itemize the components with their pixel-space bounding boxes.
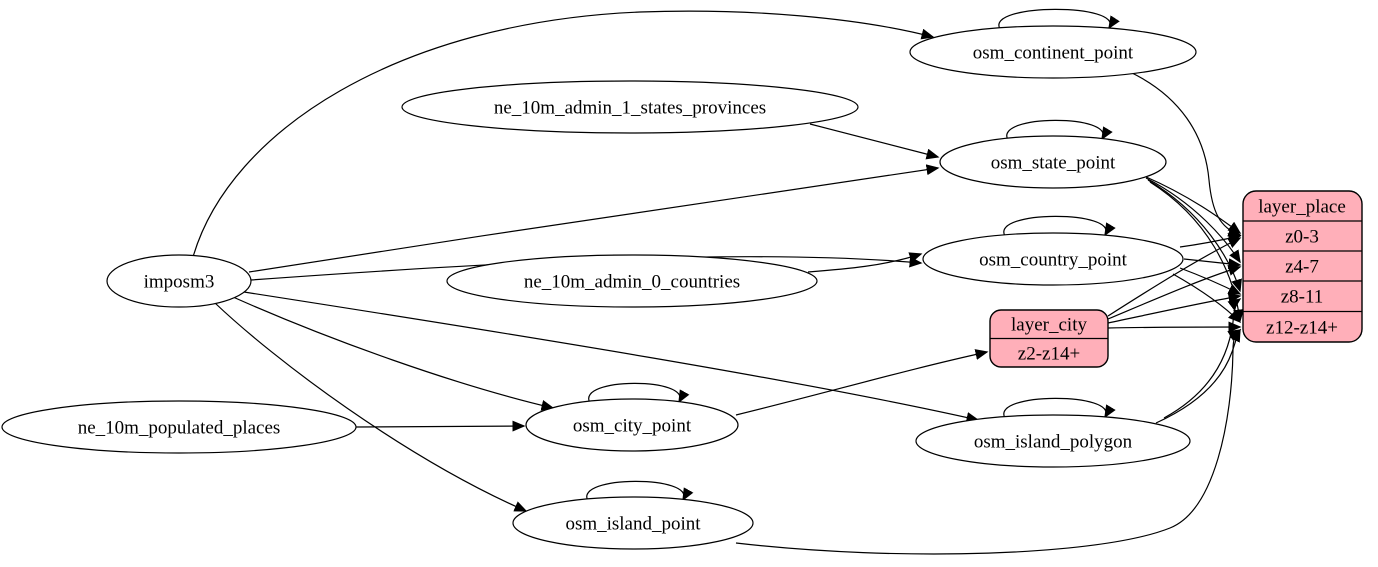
layer_place-row-z4-7: z4-7 (1285, 256, 1319, 277)
osm_island_point-label: osm_island_point (565, 513, 701, 534)
node-osm_continent_point: osm_continent_point (909, 25, 1197, 79)
node-osm_island_polygon: osm_island_polygon (915, 414, 1191, 468)
osm_city_point-label: osm_city_point (573, 415, 692, 436)
osm_island_polygon-shape (915, 414, 1191, 468)
edge-ne_10m_admin_1_states_provinces-osm_state_point (809, 123, 940, 160)
node-osm_island_point: osm_island_point (512, 496, 754, 550)
osm_state_point-label: osm_state_point (991, 152, 1116, 173)
layer_place-row-z0-3: z0-3 (1285, 226, 1319, 247)
edge-osm_state_point-layer_place-z8-11 (1147, 179, 1242, 293)
osm_state_point-shape (939, 135, 1167, 189)
edge-osm_city_point-layer_city (735, 349, 989, 416)
edge-layer_city-layer_place-z8-11 (1107, 292, 1242, 324)
layer_place-box (1242, 190, 1363, 343)
osm_country_point-shape (922, 232, 1184, 286)
node-ne_10m_admin_1_states_provinces: ne_10m_admin_1_states_provinces (401, 80, 859, 134)
osm_island_polygon-label: osm_island_polygon (974, 431, 1133, 452)
node-osm_city_point: osm_city_point (525, 398, 739, 452)
edge-osm_state_point-layer_place-z0-3 (1143, 175, 1242, 234)
node-osm_country_point: osm_country_point (922, 232, 1184, 286)
ne_10m_populated_places-shape (1, 400, 357, 454)
ne_10m_admin_1_states_provinces-shape (401, 80, 859, 134)
edge-imposm3-osm_island_point (214, 302, 528, 512)
layer_place-row-z12-z14: z12-z14+ (1266, 317, 1338, 338)
edge-osm_country_point-layer_place-z0-3 (1179, 233, 1242, 248)
imposm3-label: imposm3 (144, 271, 215, 292)
edge-imposm3-osm_island_polygon (243, 291, 980, 423)
layer_place-title: layer_place (1258, 196, 1346, 217)
layer_city-title: layer_city (1011, 314, 1087, 335)
self-loop-osm_island_point (586, 480, 694, 502)
edge-osm_state_point-layer_place-z12-z14 (1149, 181, 1245, 323)
edge-layer_city-layer_place-z4-7 (1107, 265, 1242, 320)
node-imposm3: imposm3 (106, 254, 252, 308)
edge-osm_island_polygon-layer_place-z12-z14 (1155, 328, 1241, 424)
edge-imposm3-osm_continent_point (192, 10, 935, 258)
node-ne_10m_admin_0_countries: ne_10m_admin_0_countries (446, 254, 818, 308)
edge-osm_country_point-layer_place-z12-z14 (1172, 273, 1242, 324)
edge-imposm3-osm_city_point (232, 296, 555, 411)
edge-osm_island_point-layer_place-z12-z14 (735, 329, 1242, 555)
edge-osm_state_point-layer_place-z4-7 (1145, 177, 1241, 264)
edge-ne_10m_admin_0_countries-osm_country_point (807, 252, 923, 273)
edge-osm_island_polygon-layer_place-z8-11 (1163, 298, 1242, 419)
osm_continent_point-label: osm_continent_point (973, 42, 1134, 63)
edge-layer_city-layer_place-z0-3 (1107, 237, 1242, 317)
edge-osm_country_point-layer_place-z4-7 (1183, 258, 1242, 270)
self-loop-osm_state_point (1006, 119, 1113, 141)
ne_10m_populated_places-label: ne_10m_populated_places (78, 417, 281, 438)
edge-ne_10m_populated_places-osm_city_point (355, 420, 526, 432)
osm_island_point-shape (512, 496, 754, 550)
ne_10m_admin_1_states_provinces-label: ne_10m_admin_1_states_provinces (494, 97, 766, 118)
self-loop-osm_continent_point (998, 8, 1120, 30)
layer_city-row-z2-z14: z2-z14+ (1018, 343, 1080, 364)
imposm3-shape (106, 254, 252, 308)
edge-osm_country_point-layer_place-z8-11 (1179, 267, 1242, 295)
osm_country_point-label: osm_country_point (979, 249, 1127, 270)
node-layer_place: layer_place z0-3 z4-7 z8-11 z12-z14+ (1242, 190, 1363, 343)
self-loop-osm_city_point (588, 382, 690, 404)
ne_10m_admin_0_countries-label: ne_10m_admin_0_countries (524, 271, 740, 292)
ne_10m_admin_0_countries-shape (446, 254, 818, 308)
edge-imposm3-osm_state_point (248, 164, 940, 273)
edge-osm_continent_point-layer_place-z0-3 (1129, 71, 1242, 237)
edge-layer_city-layer_place-z12-z14 (1107, 321, 1242, 333)
edges-group (192, 8, 1245, 555)
node-osm_state_point: osm_state_point (939, 135, 1167, 189)
node-ne_10m_populated_places: ne_10m_populated_places (1, 400, 357, 454)
layer_place-row-z8-11: z8-11 (1281, 286, 1324, 307)
node-layer_city: layer_city z2-z14+ (989, 309, 1109, 368)
osm_continent_point-shape (909, 25, 1197, 79)
self-loop-osm_country_point (1003, 215, 1116, 237)
self-loop-osm_island_polygon (1003, 397, 1116, 419)
osm_city_point-shape (525, 398, 739, 452)
